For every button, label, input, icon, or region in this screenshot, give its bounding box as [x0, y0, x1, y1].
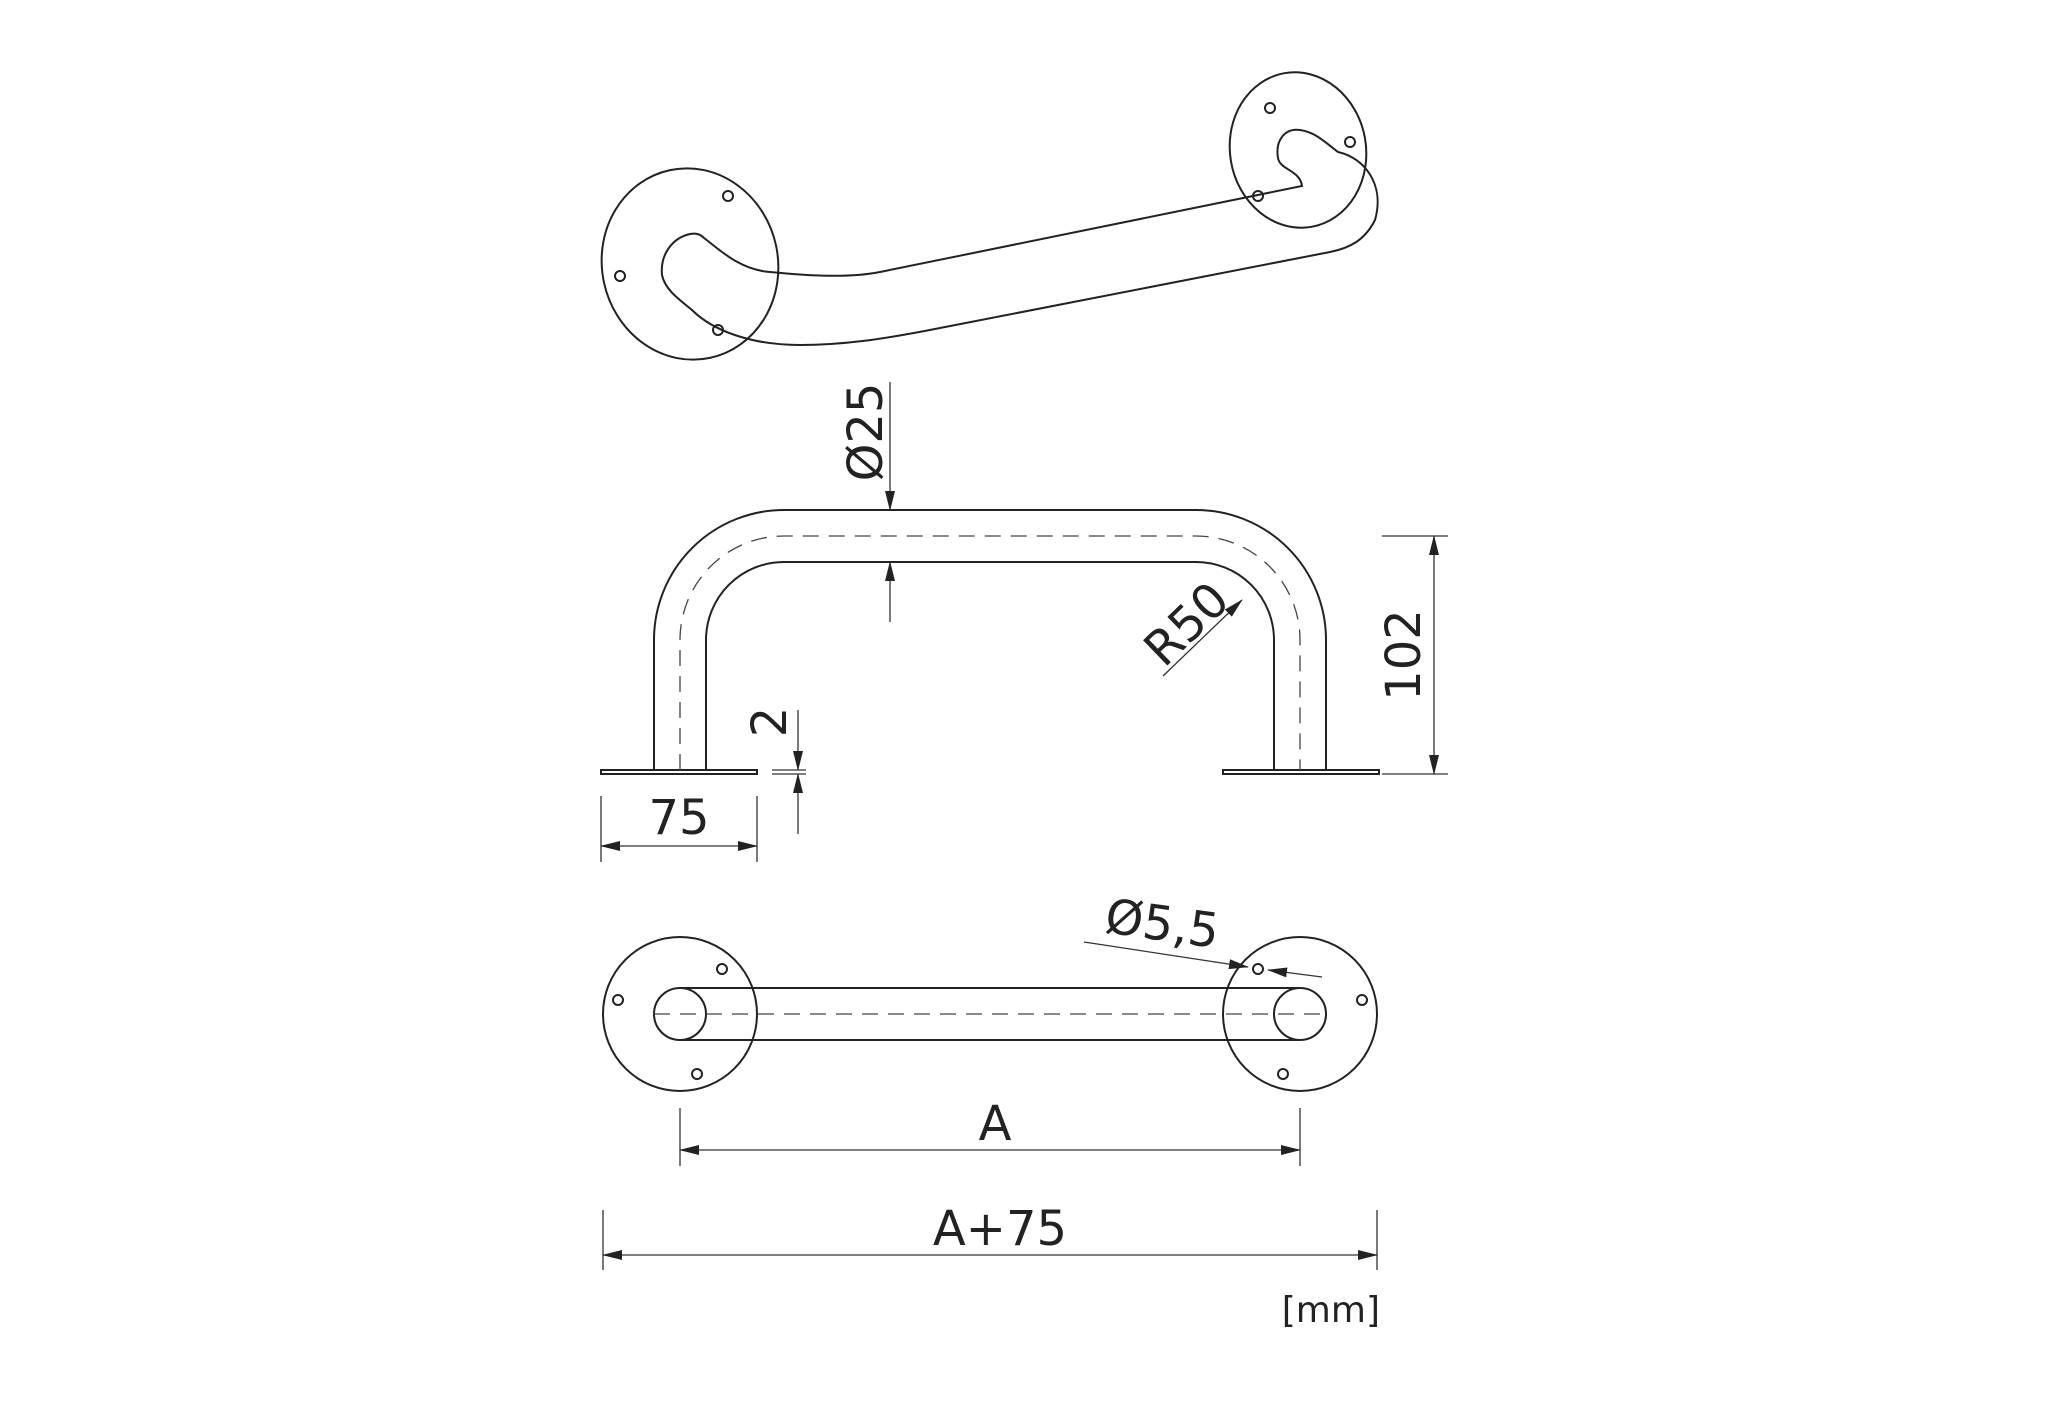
right-mounting-plate — [1222, 769, 1380, 775]
bend-radius-label: R50 — [1133, 572, 1240, 678]
left-flange-perspective — [600, 167, 780, 361]
side-view: Ø25 R50 2 75 102 — [600, 382, 1448, 862]
hole-diameter-label: Ø5,5 — [1102, 888, 1223, 959]
hole-leader-right — [1267, 967, 1323, 978]
height-label: 102 — [1376, 609, 1432, 701]
mounting-hole — [612, 994, 624, 1006]
tube-outer-profile — [653, 509, 1327, 770]
right-flange-top — [1222, 936, 1378, 1092]
overall-length-label: A+75 — [933, 1201, 1067, 1257]
right-flange-perspective — [1228, 71, 1368, 229]
hole-leader-left — [1083, 941, 1249, 970]
mounting-hole — [691, 1068, 703, 1080]
perspective-view — [600, 71, 1379, 361]
mounting-hole — [1356, 994, 1368, 1006]
mounting-hole — [614, 270, 626, 282]
plate-width-label: 75 — [648, 790, 709, 846]
top-view: Ø5,5 A A+75 — [602, 888, 1378, 1270]
mounting-hole — [1252, 963, 1264, 975]
left-flange-top — [602, 936, 758, 1092]
tube-diameter-label: Ø25 — [838, 383, 894, 482]
plate-thickness-label: 2 — [742, 707, 798, 738]
tube-inner-profile — [705, 561, 1275, 770]
radius-leader — [1162, 599, 1243, 677]
tube-perspective — [660, 128, 1379, 347]
mounting-hole — [1264, 102, 1276, 114]
mounting-hole — [1277, 1068, 1289, 1080]
unit-label: [mm] — [1282, 1290, 1380, 1331]
mounting-hole — [1344, 136, 1356, 148]
mounting-hole — [716, 963, 728, 975]
left-mounting-plate — [600, 769, 758, 775]
center-distance-label: A — [979, 1096, 1012, 1152]
tube-centerline — [679, 535, 1301, 770]
mounting-hole — [722, 190, 734, 202]
